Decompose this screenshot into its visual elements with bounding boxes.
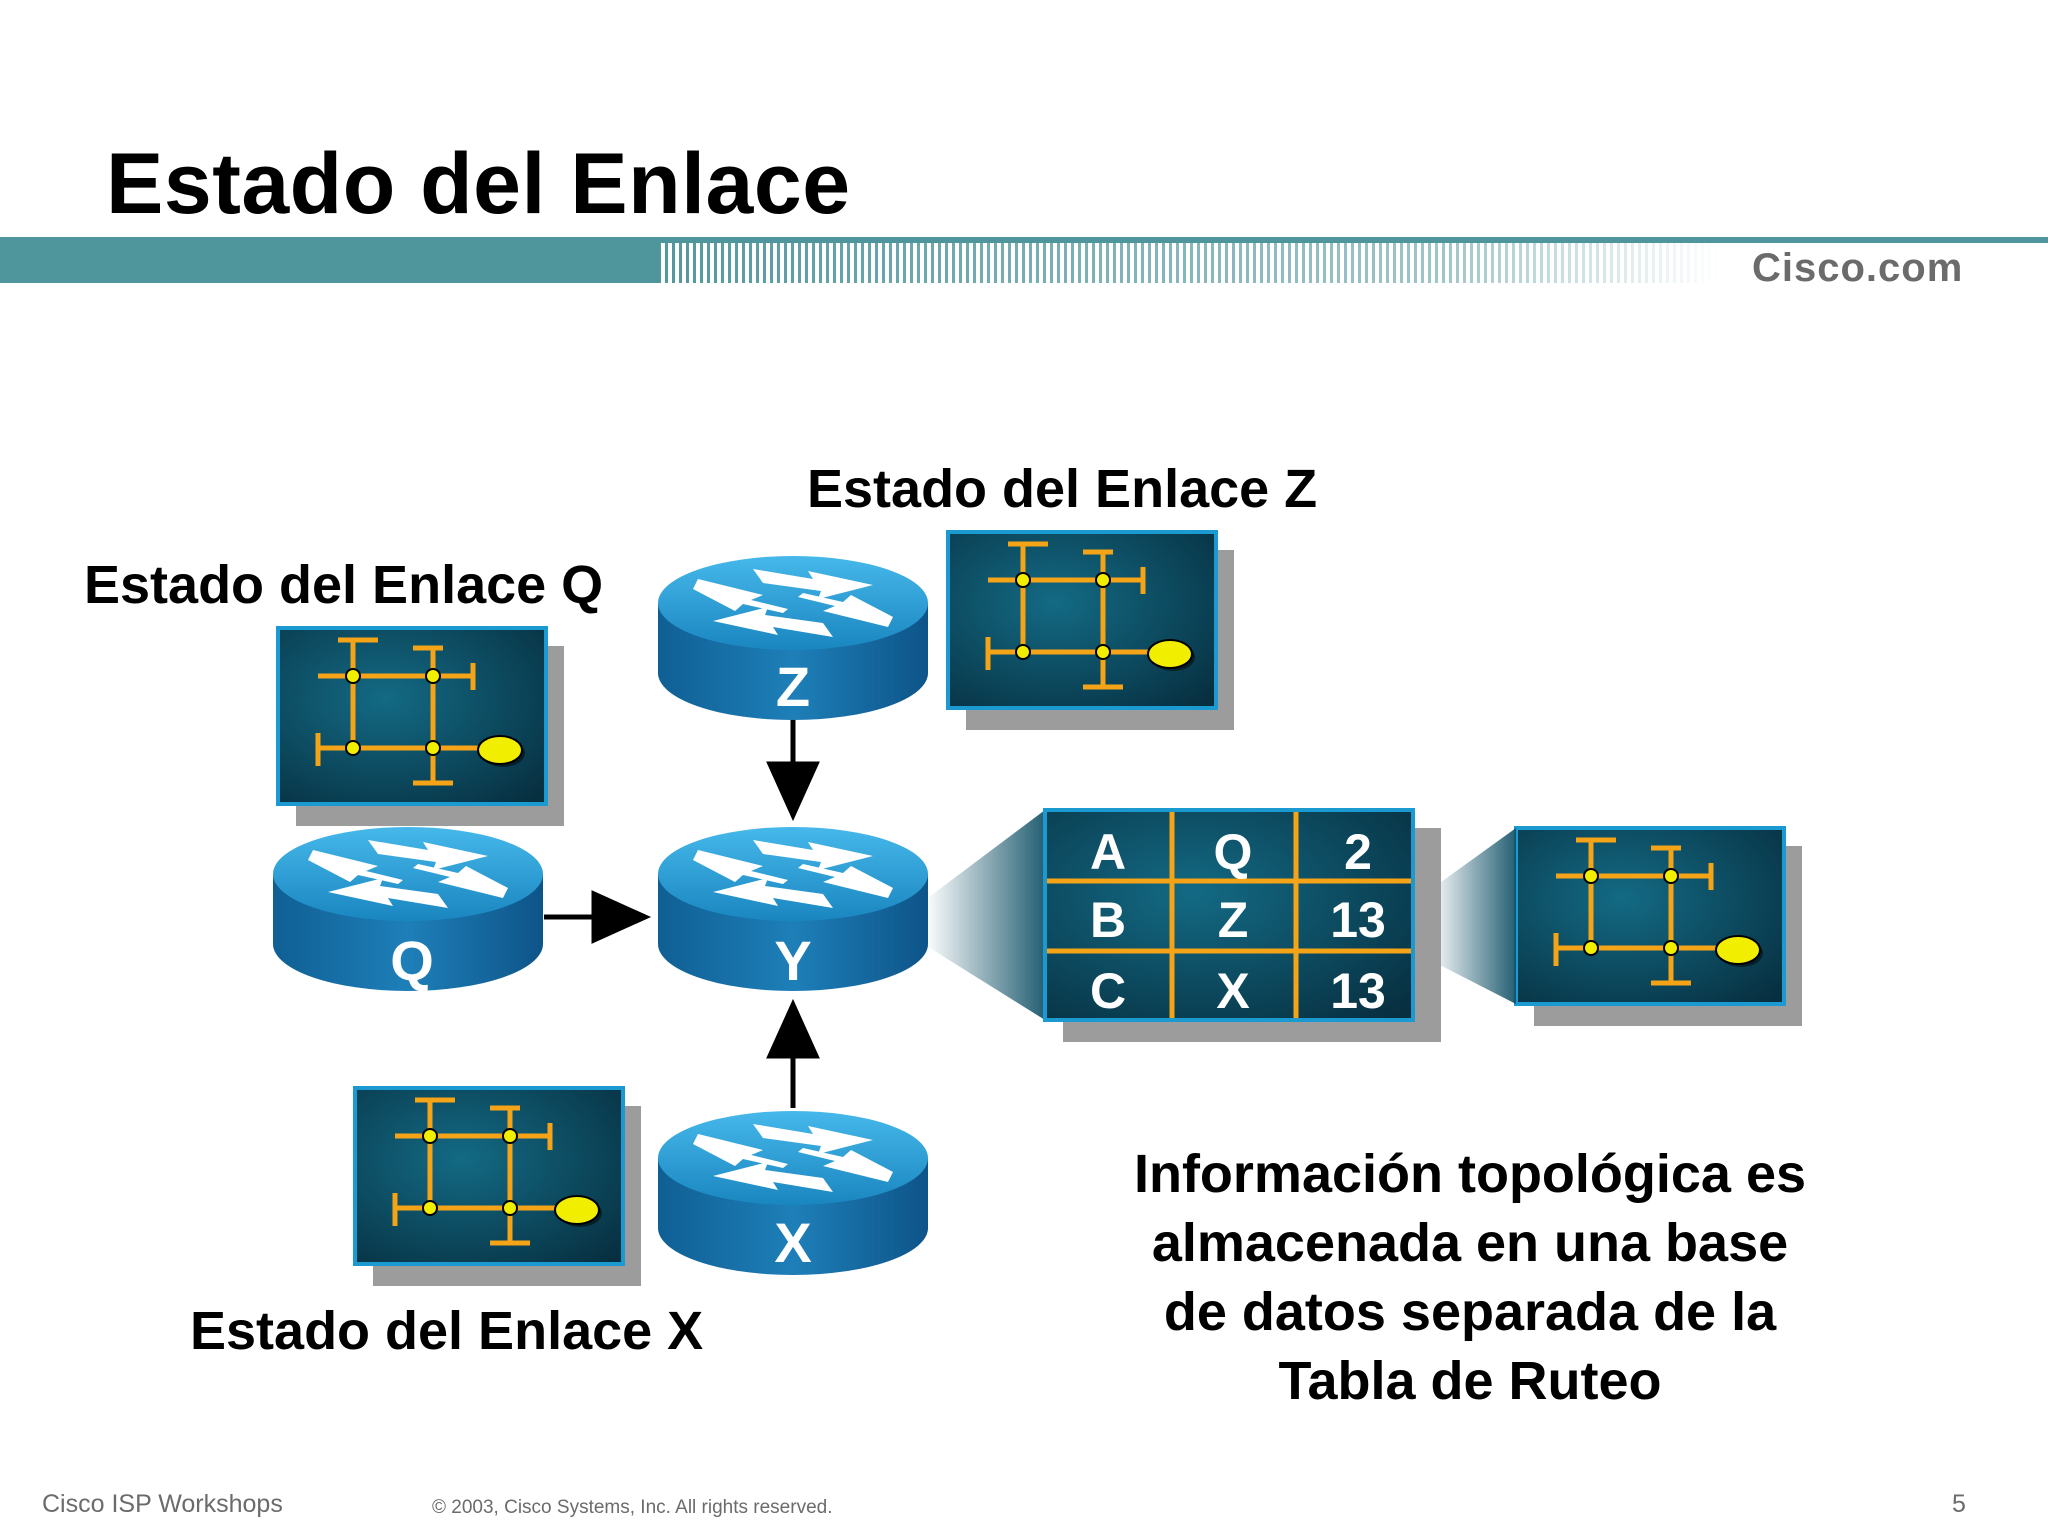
table-cell-next-hop: Z — [1218, 892, 1249, 948]
table-cell-cost: 2 — [1344, 824, 1372, 880]
info-line-2: almacenada en una base — [1151, 1213, 1789, 1273]
label-link-state-z: Estado del Enlace Z — [807, 459, 1318, 519]
info-line-4: Tabla de Ruteo — [1278, 1351, 1662, 1411]
label-link-state-q: Estado del Enlace Q — [84, 555, 604, 615]
page-number: 5 — [1952, 1490, 1966, 1518]
database-panel — [1516, 828, 1802, 1026]
link-state-z-panel — [948, 532, 1234, 730]
info-line-3: de datos separada de la — [1163, 1282, 1777, 1342]
topology-info-text: Información topológica es almacenada en … — [1090, 1140, 1850, 1416]
footer-workshops: Cisco ISP Workshops — [42, 1490, 283, 1518]
link-state-q-panel — [278, 628, 564, 826]
info-line-1: Información topológica es — [1133, 1144, 1807, 1204]
router-z-label: Z — [776, 655, 810, 718]
table-cell-cost: 13 — [1330, 892, 1386, 948]
flow-arrows — [544, 716, 820, 1108]
router-x-label: X — [774, 1211, 811, 1274]
router-x: X — [658, 1111, 928, 1275]
router-q-label: Q — [390, 929, 434, 992]
label-link-state-x: Estado del Enlace X — [190, 1301, 704, 1361]
table-cell-destination: B — [1090, 892, 1126, 948]
router-z: Z — [658, 556, 928, 720]
header-band — [0, 237, 2048, 283]
table-cell-cost: 13 — [1330, 963, 1386, 1019]
cisco-logo: Cisco.com — [1752, 246, 1964, 290]
router-y-label: Y — [774, 929, 811, 992]
router-q: Q — [273, 827, 543, 992]
link-state-x-panel — [355, 1088, 641, 1286]
table-cell-next-hop: X — [1216, 963, 1249, 1019]
callout-beam-table — [925, 810, 1045, 1020]
callout-beam-database — [1430, 828, 1516, 1004]
footer-copyright: © 2003, Cisco Systems, Inc. All rights r… — [432, 1497, 833, 1518]
table-cell-destination: A — [1090, 824, 1126, 880]
router-y: Y — [658, 827, 928, 992]
table-cell-destination: C — [1090, 963, 1126, 1019]
page-title: Estado del Enlace — [106, 136, 851, 232]
table-cell-next-hop: Q — [1214, 824, 1253, 880]
